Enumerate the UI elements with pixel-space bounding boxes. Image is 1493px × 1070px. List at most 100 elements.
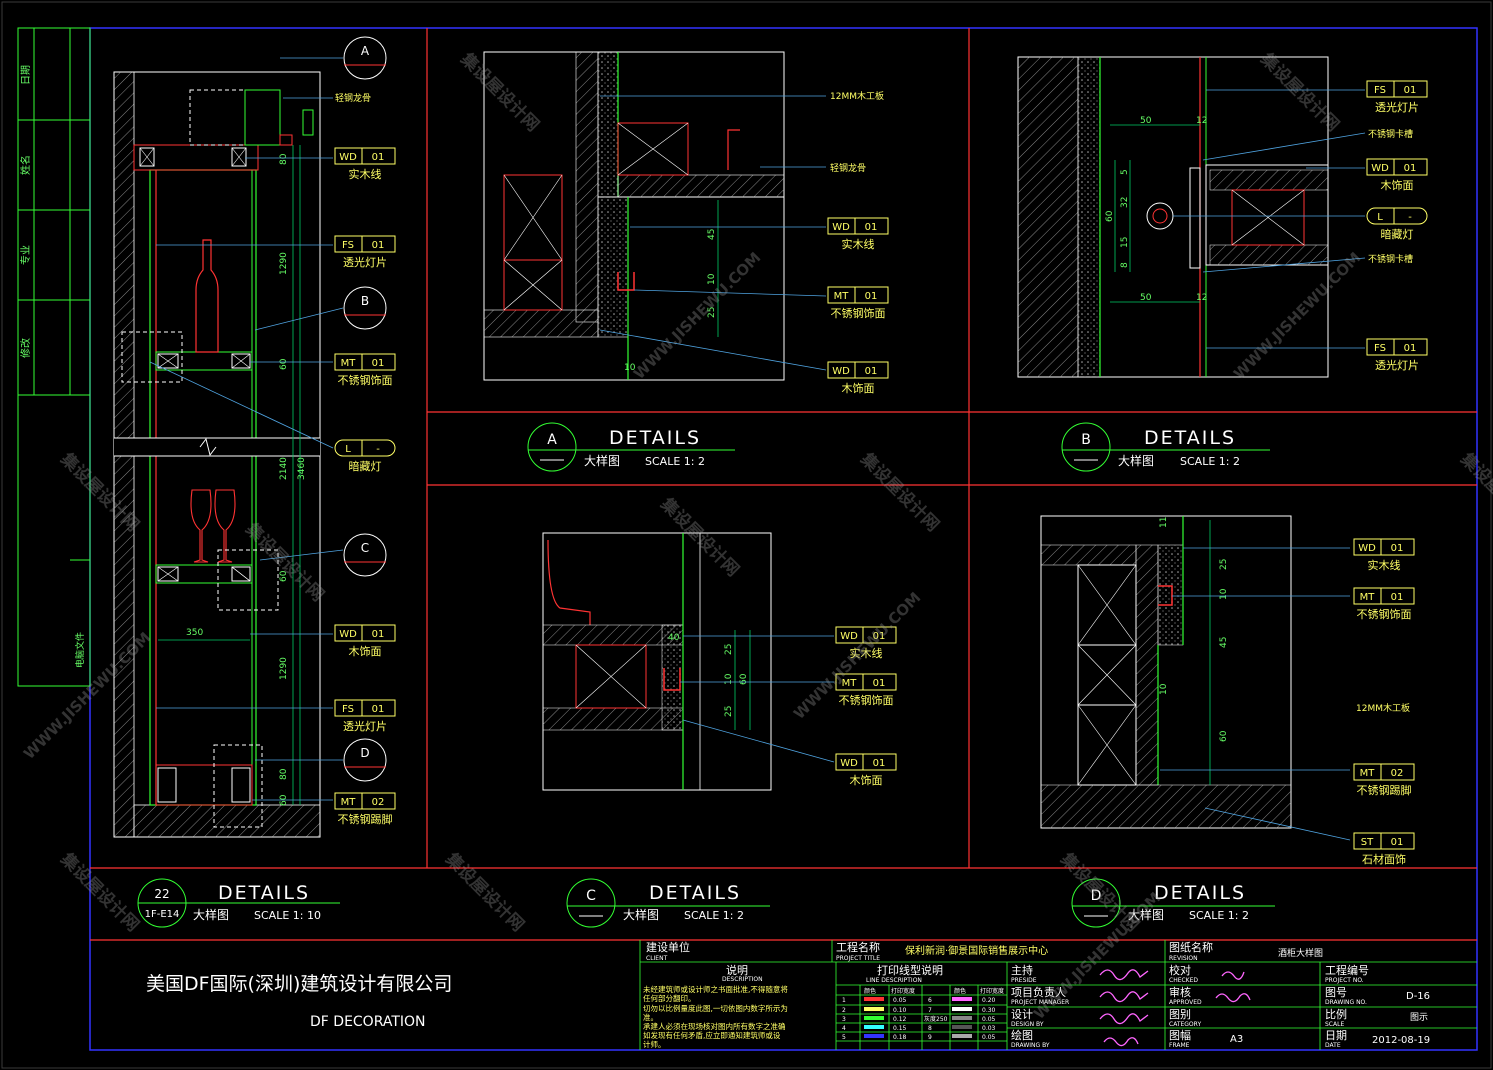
svg-text:图示: 图示	[1410, 1012, 1428, 1023]
tag-wd01-a-2: WD 01 木饰面	[827, 361, 889, 395]
svg-text:6: 6	[928, 997, 932, 1004]
detail-d-dim: 10	[1219, 588, 1229, 600]
svg-text:01: 01	[865, 291, 878, 302]
strip-label-date: 日期	[20, 65, 32, 85]
svg-text:FS: FS	[342, 240, 354, 251]
tag-fs01-b-top: FS 01 透光灯片	[1366, 80, 1428, 114]
main-dim: 80	[279, 153, 289, 165]
svg-text:01: 01	[1404, 343, 1417, 354]
svg-text:切勿以比例量度此图,一切依图内数字所示为: 切勿以比例量度此图,一切依图内数字所示为	[643, 1003, 788, 1013]
svg-text:木饰面: 木饰面	[850, 773, 883, 787]
svg-text:WWW.JISHEWU.COM: WWW.JISHEWU.COM	[1030, 888, 1164, 1022]
tag-wd01-main: WD 01 实木线	[334, 147, 396, 181]
svg-text:计师。: 计师。	[643, 1039, 666, 1049]
detail-d-dim: 10	[1159, 683, 1169, 695]
svg-text:集设屋设计网: 集设屋设计网	[441, 848, 529, 936]
svg-text:02: 02	[372, 797, 385, 808]
main-dim: 2140	[279, 457, 289, 480]
detail-b-dim: 5	[1120, 169, 1130, 175]
svg-text:0.20: 0.20	[982, 997, 996, 1004]
svg-text:暗藏灯: 暗藏灯	[349, 459, 382, 473]
project-label: 工程名称	[836, 940, 880, 954]
svg-text:FS: FS	[342, 704, 354, 715]
svg-text:3: 3	[842, 1016, 846, 1023]
detail-d-heading: DETAILS	[1154, 882, 1246, 904]
svg-text:透光灯片: 透光灯片	[343, 719, 387, 733]
svg-text:7: 7	[928, 1007, 932, 1014]
detail-a-dim: 10	[624, 363, 636, 373]
checks: 校对 CHECKED 审核 APPROVED 图别 CATEGORY 图幅 FR…	[1169, 963, 1243, 1049]
svg-text:0.10: 0.10	[893, 1007, 907, 1014]
svg-text:0.12: 0.12	[893, 1016, 907, 1023]
project-value: 保利新润·御景国际销售展示中心	[905, 944, 1048, 957]
svg-text:MT: MT	[1360, 768, 1376, 779]
svg-text:WD: WD	[840, 631, 858, 642]
detail-c-scale: SCALE 1: 2	[684, 909, 744, 922]
svg-text:L: L	[345, 444, 351, 455]
svg-text:1: 1	[842, 997, 846, 1004]
description-lines: 未经建筑师或设计师之书面批准,不得随意将 任何部分翻印。 切勿以比例量度此图,一…	[643, 984, 788, 1049]
svg-text:集设屋设计网: 集设屋设计网	[456, 48, 544, 136]
svg-text:承建人必须在现场核对图内所有数字之准确: 承建人必须在现场核对图内所有数字之准确	[643, 1021, 786, 1031]
svg-text:D-16: D-16	[1406, 991, 1430, 1002]
svg-text:DRAWING NO.: DRAWING NO.	[1325, 999, 1367, 1006]
detail-d-title: D DETAILS 大样图 SCALE 1: 2	[1071, 878, 1275, 928]
ss-card-slot-label-bottom: 不锈钢卡槽	[1368, 253, 1413, 265]
detail-b-dim: 12	[1196, 293, 1207, 303]
svg-text:MT: MT	[341, 358, 357, 369]
detail-b-dim: 32	[1120, 197, 1130, 208]
main-subtitle: 大样图	[193, 907, 229, 922]
main-dim: 3460	[297, 457, 307, 480]
tag-mt02-main: MT 02 不锈钢踢脚	[334, 792, 396, 826]
svg-text:WD: WD	[832, 222, 850, 233]
detail-a-dim: 10	[707, 273, 717, 285]
svg-text:FS: FS	[1374, 343, 1386, 354]
main-elevation: 80 1290 60 2140 3460 60 350 1290 80 60	[113, 71, 321, 838]
project-info: 工程编号 PROJECT NO. 图号 DRAWING NO. D-16 比例 …	[1325, 963, 1430, 1049]
svg-text:DATE: DATE	[1325, 1042, 1341, 1049]
light-keel-label-a: 轻钢龙骨	[830, 162, 866, 174]
drawing-name-value: 酒柜大样图	[1278, 947, 1323, 959]
main-section-ref: 1F-E14	[145, 909, 180, 920]
detail-d-scale: SCALE 1: 2	[1189, 909, 1249, 922]
main-dim: 1290	[279, 657, 289, 680]
tag-mt02-d: MT 02 不锈钢踢脚	[1353, 763, 1415, 797]
svg-text:实木线: 实木线	[349, 167, 382, 181]
signatures	[1099, 969, 1251, 1047]
svg-text:木饰面: 木饰面	[1381, 178, 1414, 192]
section-dividers	[90, 28, 1477, 941]
svg-text:01: 01	[873, 631, 886, 642]
svg-text:DESIGN BY: DESIGN BY	[1011, 1021, 1044, 1028]
svg-text:木饰面: 木饰面	[842, 381, 875, 395]
detail-b-dim: 50	[1140, 116, 1152, 126]
svg-text:01: 01	[865, 222, 878, 233]
main-dim: 80	[279, 768, 289, 780]
svg-text:L: L	[1377, 212, 1383, 223]
svg-text:不锈钢饰面: 不锈钢饰面	[831, 306, 886, 320]
detail-b-scale: SCALE 1: 2	[1180, 455, 1240, 468]
tag-mt01-a: MT 01 不锈钢饰面	[827, 286, 889, 320]
tag-mt01-c: MT 01 不锈钢饰面	[835, 673, 897, 707]
svg-text:01: 01	[372, 240, 385, 251]
svg-text:01: 01	[372, 358, 385, 369]
svg-text:比例: 比例	[1325, 1007, 1347, 1021]
svg-text:-: -	[1408, 212, 1412, 223]
detail-c-dim: 25	[724, 644, 734, 655]
svg-text:颜色: 颜色	[864, 987, 876, 995]
svg-text:MT: MT	[1360, 592, 1376, 603]
detail-b-heading: DETAILS	[1144, 427, 1236, 449]
main-detail-title: 22 1F-E14 DETAILS 大样图 SCALE 1: 10	[137, 878, 340, 928]
svg-text:SCALE: SCALE	[1325, 1021, 1344, 1028]
drawing-name-label: 图纸名称	[1169, 940, 1213, 954]
tag-wd01-d: WD 01 实木线	[1353, 538, 1415, 572]
svg-text:主持: 主持	[1011, 963, 1033, 977]
tag-wd01-b: WD 01 木饰面	[1366, 158, 1428, 192]
svg-text:WD: WD	[339, 152, 357, 163]
svg-text:FRAME: FRAME	[1169, 1042, 1190, 1049]
detail-b-dim: 50	[1140, 293, 1152, 303]
detail-d-subtitle: 大样图	[1128, 907, 1164, 922]
detail-b-dim: 12	[1196, 116, 1207, 126]
main-dim: 60	[279, 570, 289, 582]
svg-text:2: 2	[842, 1007, 846, 1014]
